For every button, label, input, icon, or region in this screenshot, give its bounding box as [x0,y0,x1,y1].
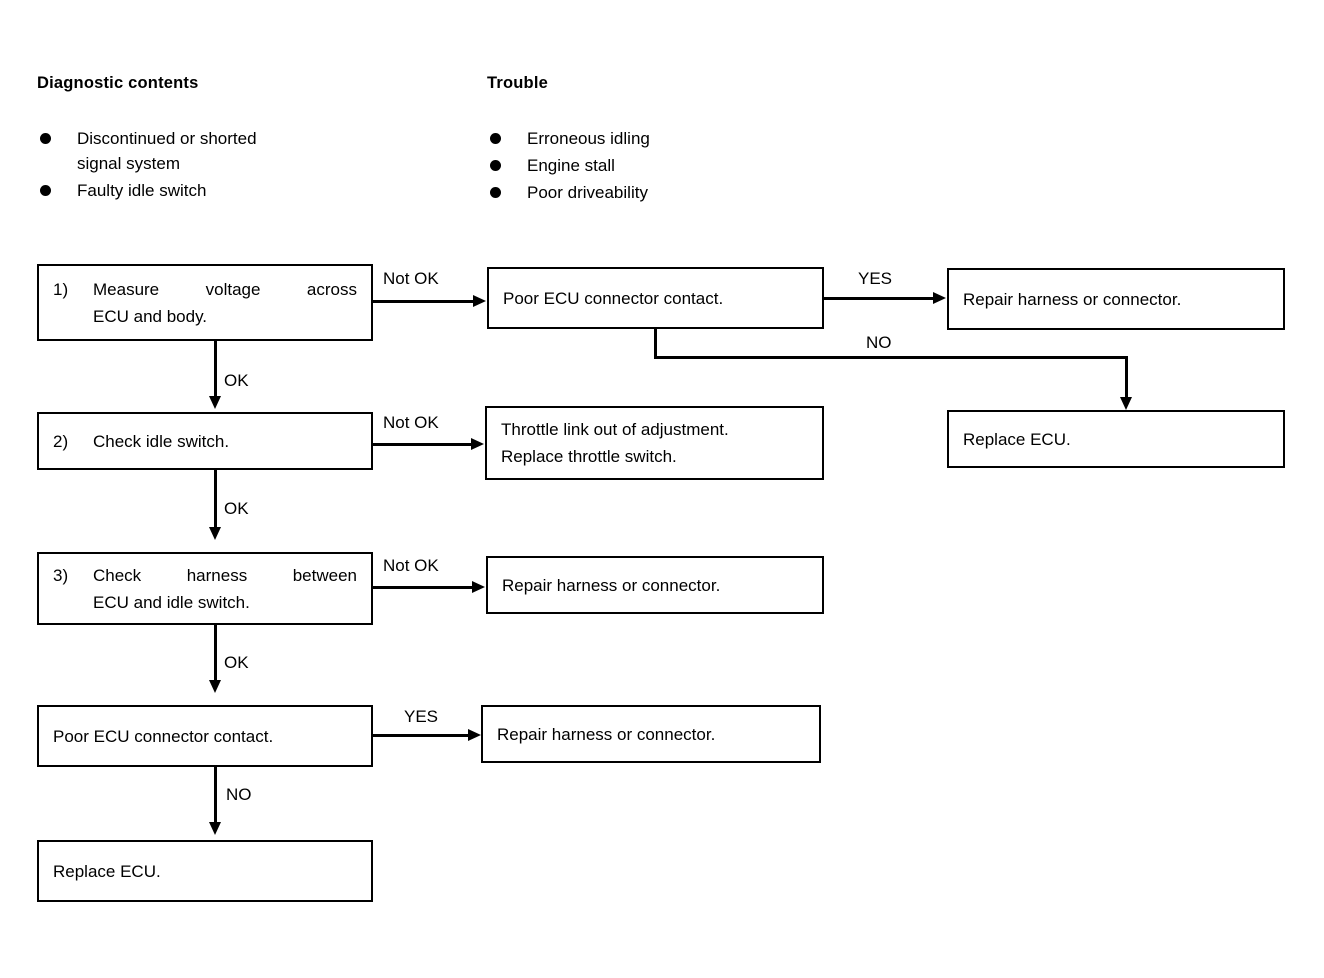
connector-line [214,341,217,399]
step-1-box: 1) Measure voltage across ECU and body. [37,264,373,341]
connector-line [373,443,472,446]
connector-line [373,300,474,303]
repair-harness-box-1: Repair harness or connector. [947,268,1285,330]
list-item-label: Faulty idle switch [77,181,207,200]
connector-line [214,767,217,825]
arrow-down-icon [208,396,221,409]
list-item: Poor driveability [490,180,650,205]
list-item: Faulty idle switch [40,178,257,203]
arrow-down-icon [208,680,221,693]
repair-harness-box-4: Repair harness or connector. [481,705,821,763]
edge-label-yes-1: YES [858,269,893,288]
list-item-label: Discontinued or shorted signal system [77,129,257,173]
arrow-right-icon [472,580,485,593]
poor-ecu-contact-box-2: Poor ECU connector contact. [37,705,373,767]
connector-line [654,329,657,358]
edge-label-not-ok-1: Not OK [383,269,439,288]
repair-harness-text-4: Repair harness or connector. [497,724,716,744]
list-item: Erroneous idling [490,126,650,151]
step-2-text: 2) Check idle switch. [39,428,371,455]
bullet-dot-icon [40,133,51,144]
step-1-line-1: Measure voltage across [93,279,357,299]
step-2-line-1: Check idle switch. [93,431,230,451]
connector-line [214,625,217,683]
arrow-down-icon [1119,397,1132,410]
bullet-dot-icon [490,160,501,171]
replace-ecu-text-bottom: Replace ECU. [53,861,161,881]
connector-line [214,470,217,530]
list-item-label: Poor driveability [527,183,648,202]
step-3-line-2: ECU and idle switch. [93,592,250,612]
step-3-box: 3) Check harness between ECU and idle sw… [37,552,373,625]
list-item: Discontinued or shorted signal system [40,126,257,176]
repair-harness-text-3: Repair harness or connector. [502,575,721,595]
throttle-link-text: Throttle link out of adjustment. Replace… [487,416,822,470]
poor-ecu-contact-box-1: Poor ECU connector contact. [487,267,824,329]
poor-ecu-contact-text-1: Poor ECU connector contact. [503,288,724,308]
repair-harness-text-1: Repair harness or connector. [963,289,1182,309]
arrow-right-icon [933,291,946,304]
throttle-link-line-2: Replace throttle switch. [501,447,677,466]
edge-label-ok-1: OK [224,371,249,390]
trouble-list: Erroneous idling Engine stall Poor drive… [490,126,650,207]
bullet-dot-icon [490,187,501,198]
list-item-label: Engine stall [527,156,615,175]
step-3-line-1: Check harness between [93,565,357,585]
step-2-number: 2) [53,431,69,451]
arrow-right-icon [471,437,484,450]
step-1-text: 1) Measure voltage across ECU and body. [39,276,371,330]
replace-ecu-text-right: Replace ECU. [963,429,1071,449]
edge-label-no-2: NO [226,785,252,804]
step-1-line-2: ECU and body. [93,306,208,326]
step-2-box: 2) Check idle switch. [37,412,373,470]
step-3-text: 3) Check harness between ECU and idle sw… [39,562,371,616]
edge-label-not-ok-2: Not OK [383,413,439,432]
arrow-right-icon [468,728,481,741]
step-1-number: 1) [53,279,69,299]
throttle-link-line-1: Throttle link out of adjustment. [501,420,729,439]
edge-label-ok-2: OK [224,499,249,518]
bullet-dot-icon [40,185,51,196]
repair-harness-box-3: Repair harness or connector. [486,556,824,614]
replace-ecu-box-bottom: Replace ECU. [37,840,373,902]
poor-ecu-contact-text-2: Poor ECU connector contact. [53,726,274,746]
arrow-down-icon [208,822,221,835]
arrow-right-icon [473,294,486,307]
throttle-link-box: Throttle link out of adjustment. Replace… [485,406,824,480]
list-item: Engine stall [490,153,650,178]
trouble-title: Trouble [487,74,548,92]
replace-ecu-box-right: Replace ECU. [947,410,1285,468]
edge-label-no-1: NO [866,333,892,352]
diagnostic-contents-list: Discontinued or shorted signal system Fa… [40,126,257,205]
edge-label-ok-3: OK [224,653,249,672]
bullet-dot-icon [490,133,501,144]
arrow-down-icon [208,527,221,540]
connector-line [373,586,473,589]
edge-label-yes-2: YES [404,707,439,726]
connector-line [824,297,934,300]
step-3-number: 3) [53,565,69,585]
list-item-label: Erroneous idling [527,129,650,148]
diagnostic-contents-title: Diagnostic contents [37,74,199,92]
connector-line [373,734,469,737]
connector-line [1125,356,1128,400]
connector-line [654,356,1128,359]
edge-label-not-ok-3: Not OK [383,556,439,575]
